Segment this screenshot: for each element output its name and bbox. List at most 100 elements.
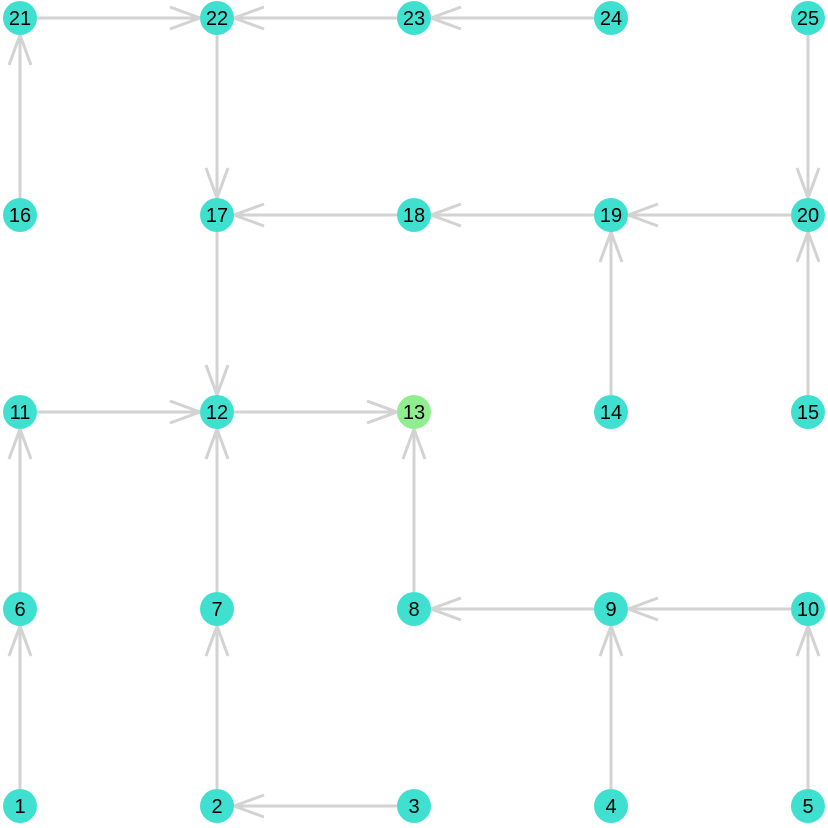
node-14: 14 [594,395,628,429]
node-circle [397,789,431,823]
edge-11-to-12 [37,399,205,425]
node-20: 20 [791,198,825,232]
edge-16-to-21 [7,30,33,198]
node-circle [3,1,37,35]
node-circle [397,198,431,232]
node-label: 12 [206,402,228,424]
node-2: 2 [200,789,234,823]
node-17: 17 [200,198,234,232]
node-circle [594,789,628,823]
node-label: 18 [403,205,425,227]
node-label: 4 [605,796,616,818]
node-8: 8 [397,592,431,626]
edge-17-to-12 [204,232,230,400]
node-circle [200,198,234,232]
node-7: 7 [200,592,234,626]
node-label: 16 [9,205,31,227]
node-1: 1 [3,789,37,823]
edge-8-to-13 [401,424,427,592]
edge-18-to-17 [229,202,397,228]
node-22: 22 [200,1,234,35]
node-circle [791,592,825,626]
node-21: 21 [3,1,37,35]
node-circle [791,395,825,429]
node-circle [397,592,431,626]
node-circle [200,1,234,35]
node-label: 2 [211,796,222,818]
node-label: 10 [797,599,819,621]
edge-4-to-9 [598,621,624,789]
edge-21-to-22 [37,5,205,31]
edge-3-to-2 [229,793,397,819]
node-circle [594,592,628,626]
edge-19-to-18 [426,202,594,228]
node-4: 4 [594,789,628,823]
edge-14-to-19 [598,227,624,395]
node-11: 11 [3,395,37,429]
node-9: 9 [594,592,628,626]
node-10: 10 [791,592,825,626]
node-19: 19 [594,198,628,232]
node-label: 21 [9,8,31,30]
edge-24-to-23 [426,5,594,31]
node-13: 13 [397,395,431,429]
node-circle [3,592,37,626]
node-circle [594,1,628,35]
node-circle [397,395,431,429]
node-label: 22 [206,8,228,30]
node-label: 7 [211,599,222,621]
node-circle [791,198,825,232]
edge-10-to-9 [623,596,791,622]
node-3: 3 [397,789,431,823]
edge-7-to-12 [204,424,230,592]
edge-20-to-19 [623,202,791,228]
node-15: 15 [791,395,825,429]
node-circle [200,789,234,823]
node-5: 5 [791,789,825,823]
node-23: 23 [397,1,431,35]
node-circle [397,1,431,35]
node-label: 14 [600,402,622,424]
edge-9-to-8 [426,596,594,622]
node-label: 9 [605,599,616,621]
node-circle [594,395,628,429]
node-12: 12 [200,395,234,429]
node-25: 25 [791,1,825,35]
node-16: 16 [3,198,37,232]
edge-22-to-17 [204,35,230,203]
node-circle [200,592,234,626]
edge-12-to-13 [234,399,402,425]
node-circle [791,1,825,35]
node-label: 17 [206,205,228,227]
node-label: 8 [408,599,419,621]
node-label: 20 [797,205,819,227]
node-label: 13 [403,402,425,424]
node-6: 6 [3,592,37,626]
node-label: 15 [797,402,819,424]
edge-25-to-20 [795,35,821,203]
node-circle [3,198,37,232]
edge-2-to-7 [204,621,230,789]
node-circle [3,789,37,823]
edge-6-to-11 [7,424,33,592]
node-label: 25 [797,8,819,30]
node-label: 5 [802,796,813,818]
node-circle [791,789,825,823]
node-label: 24 [600,8,622,30]
node-18: 18 [397,198,431,232]
edges-layer [7,5,821,819]
node-label: 1 [14,796,25,818]
edge-15-to-20 [795,227,821,395]
node-label: 23 [403,8,425,30]
node-circle [594,198,628,232]
edge-5-to-10 [795,621,821,789]
node-24: 24 [594,1,628,35]
edge-23-to-22 [229,5,397,31]
node-circle [3,395,37,429]
node-label: 19 [600,205,622,227]
node-label: 11 [10,402,31,424]
node-circle [200,395,234,429]
edge-1-to-6 [7,621,33,789]
